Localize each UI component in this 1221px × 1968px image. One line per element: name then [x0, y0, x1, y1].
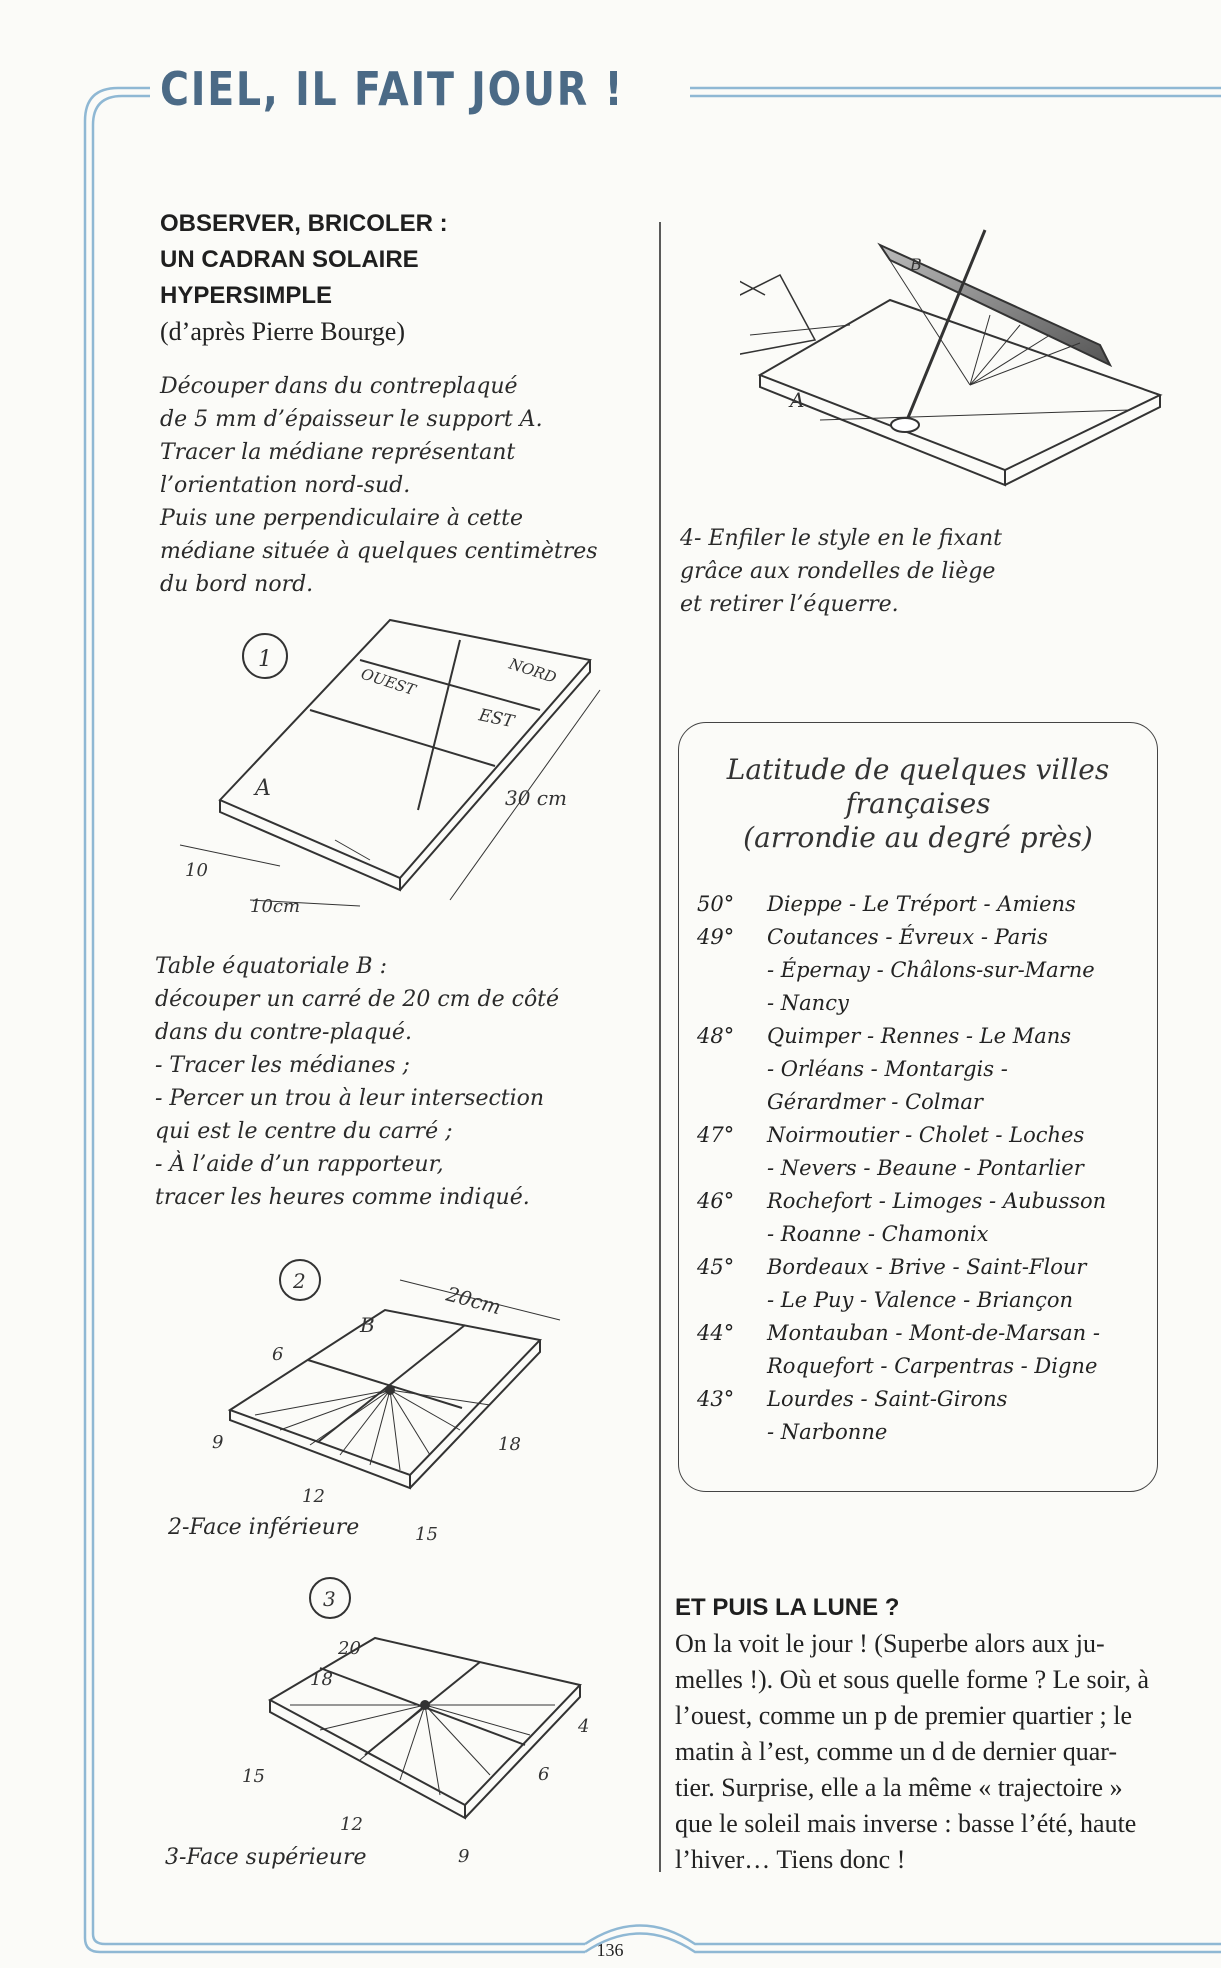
- hour-15: 15: [415, 1524, 438, 1545]
- hour-9: 9: [458, 1846, 469, 1867]
- figure-3-table-top: 3 20 18 4 6 15 12 9: [242, 1577, 589, 1867]
- section-heading: OBSERVER, BRICOLER : UN CADRAN SOLAIRE H…: [160, 206, 448, 350]
- figure-3-caption: 3-Face supérieure: [165, 1845, 367, 1870]
- latitude-row: 50° Dieppe - Le Tréport - Amiens: [697, 892, 1076, 916]
- latitude-row: 45° Bordeaux - Brive - Saint-Flour - Le …: [697, 1255, 1087, 1312]
- figure-2-caption: 2-Face inférieure: [168, 1515, 360, 1540]
- latitude-box: Latitude de quelques villes françaises (…: [678, 722, 1158, 1492]
- dim-10cm: 10cm: [250, 896, 300, 917]
- credit: (d’après Pierre Bourge): [160, 317, 405, 346]
- hour-12: 12: [340, 1814, 363, 1835]
- intro-text: Découper dans du contreplaqué de 5 mm d’…: [160, 374, 598, 597]
- latitude-row: 47° Noirmoutier - Cholet - Loches - Neve…: [697, 1123, 1085, 1180]
- label-b: B: [909, 255, 922, 274]
- hour-4: 4: [577, 1716, 589, 1737]
- label-ouest: OUEST: [359, 665, 419, 700]
- label-a: A: [253, 776, 271, 801]
- moon-section: ET PUIS LA LUNE ? On la voit le jour ! (…: [675, 1590, 1165, 1878]
- label-a: A: [788, 388, 804, 412]
- figure-2-table-b: 2 B 20cm 6 9 12 15 18: [212, 1259, 561, 1545]
- hour-9: 9: [212, 1432, 223, 1453]
- label-est: EST: [476, 705, 517, 732]
- hour-18: 18: [310, 1669, 333, 1690]
- hour-12: 12: [302, 1486, 325, 1507]
- page-title: CIEL, IL FAIT JOUR !: [160, 62, 625, 116]
- figure-3-number: 3: [323, 1587, 336, 1611]
- dim-20cm: 20cm: [443, 1281, 504, 1319]
- figure-1-support-a: 1 A OUEST EST NORD 30 cm 10 10cm: [179, 618, 601, 917]
- latitude-row: 48° Quimper - Rennes - Le Mans - Orléans…: [697, 1024, 1072, 1114]
- latitude-row: 46° Rochefort - Limoges - Aubusson - Roa…: [697, 1189, 1107, 1246]
- figure-4-caption: 4- Enfiler le style en le fixant grâce a…: [680, 526, 1002, 617]
- moon-heading: ET PUIS LA LUNE ?: [675, 1594, 900, 1621]
- dim-30cm: 30 cm: [505, 786, 567, 810]
- page-number: 136: [596, 1940, 624, 1960]
- table-instructions: Table équatoriale B : découper un carré …: [155, 954, 560, 1210]
- label-b: B: [359, 1313, 375, 1337]
- latitude-list: 50° Dieppe - Le Tréport - Amiens 49° Cou…: [697, 888, 1147, 1449]
- figure-4-sundial-assembled: A B: [740, 229, 1163, 487]
- label-nord: NORD: [506, 654, 559, 686]
- figure-2-number: 2: [292, 1269, 306, 1293]
- latitude-row: 49° Coutances - Évreux - Paris - Épernay…: [697, 925, 1095, 1015]
- figure-1-number: 1: [258, 647, 272, 672]
- latitude-row: 43° Lourdes - Saint-Girons - Narbonne: [697, 1387, 1008, 1444]
- hour-18: 18: [498, 1434, 521, 1455]
- hour-15: 15: [242, 1766, 265, 1787]
- hour-6: 6: [538, 1764, 549, 1785]
- latitude-row: 44° Montauban - Mont-de-Marsan - Roquefo…: [697, 1321, 1100, 1378]
- dim-10: 10: [185, 860, 208, 881]
- latitude-title: Latitude de quelques villes françaises (…: [726, 753, 1110, 854]
- hour-6: 6: [272, 1344, 283, 1365]
- hour-20: 20: [337, 1638, 361, 1659]
